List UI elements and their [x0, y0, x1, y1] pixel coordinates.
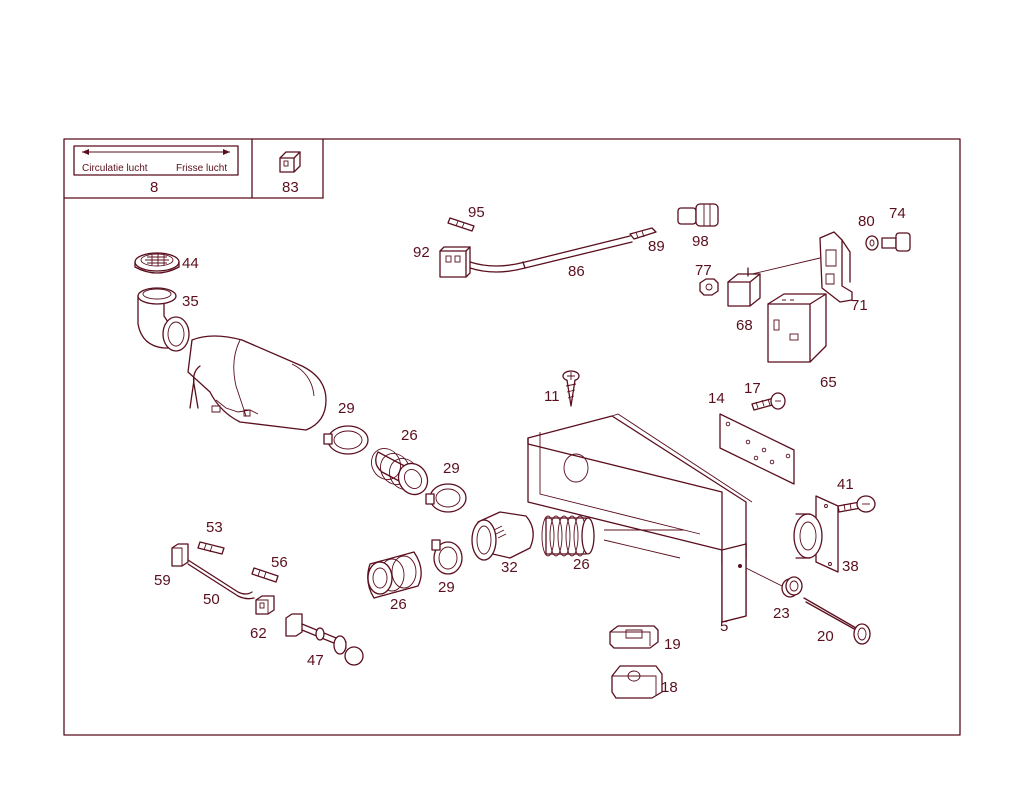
connector-59	[171, 543, 189, 567]
legend-box-83: 83	[279, 151, 301, 196]
control-module-65	[767, 293, 827, 363]
label-20: 20	[817, 628, 834, 645]
cable-50	[187, 559, 253, 595]
connector-icon	[279, 151, 301, 173]
screw-17	[751, 392, 786, 411]
hose-26-middle	[541, 515, 595, 557]
sensor-98	[677, 203, 719, 227]
rod-20	[803, 597, 871, 645]
label-95: 95	[468, 204, 485, 221]
flange-38	[793, 495, 839, 573]
legend-number-8: 8	[150, 179, 158, 196]
clip-18	[611, 665, 663, 699]
label-89: 89	[648, 238, 665, 255]
label-5: 5	[720, 618, 728, 635]
label-14: 14	[708, 390, 725, 407]
label-26-upper: 26	[401, 427, 418, 444]
label-59: 59	[154, 572, 171, 589]
label-56: 56	[271, 554, 288, 571]
label-38: 38	[842, 558, 859, 575]
airflow-arrow-icon	[82, 149, 230, 155]
legend-fresh-air-label: Frisse lucht	[176, 163, 227, 174]
label-26-lower: 26	[390, 596, 407, 613]
harness-connector-92	[439, 246, 471, 278]
label-71: 71	[851, 297, 868, 314]
label-18: 18	[661, 679, 678, 696]
label-74: 74	[889, 205, 906, 222]
label-80: 80	[858, 213, 875, 230]
harness-cable-86	[469, 235, 631, 267]
label-92: 92	[413, 244, 430, 261]
label-26-middle: 26	[573, 556, 590, 573]
screw-41	[837, 495, 876, 513]
terminal-56	[251, 567, 279, 583]
label-17: 17	[744, 380, 761, 397]
grommet-23	[781, 576, 803, 598]
legend-circulation-label: Circulatie lucht	[82, 163, 148, 174]
terminal-89	[629, 227, 657, 240]
duct-5	[527, 413, 753, 623]
label-47: 47	[307, 652, 324, 669]
label-44: 44	[182, 255, 199, 272]
label-35: 35	[182, 293, 199, 310]
terminal-95	[447, 217, 475, 232]
legend-number-83: 83	[282, 179, 299, 196]
hose-26-lower	[367, 551, 422, 599]
label-77: 77	[695, 262, 712, 279]
label-98: 98	[692, 233, 709, 250]
nut-77	[699, 278, 719, 296]
label-29-middle: 29	[443, 460, 460, 477]
plate-14	[719, 413, 795, 485]
label-19: 19	[664, 636, 681, 653]
label-41: 41	[837, 476, 854, 493]
washer-80	[865, 235, 879, 251]
relay-68	[727, 267, 761, 307]
clamp-29-lower	[431, 539, 463, 575]
label-32: 32	[501, 559, 518, 576]
connector-62	[255, 595, 275, 615]
bracket-71	[819, 231, 853, 303]
label-53: 53	[206, 519, 223, 536]
label-86: 86	[568, 263, 585, 280]
label-29-upper: 29	[338, 400, 355, 417]
label-65: 65	[820, 374, 837, 391]
label-11: 11	[544, 388, 560, 405]
label-29-lower: 29	[438, 579, 455, 596]
screw-11	[562, 370, 580, 407]
label-50: 50	[203, 591, 220, 608]
diagram-frame	[63, 138, 961, 736]
bolt-74	[881, 232, 911, 252]
elbow-35	[137, 287, 190, 352]
label-68: 68	[736, 317, 753, 334]
clamp-29-middle	[425, 483, 467, 513]
label-23: 23	[773, 605, 790, 622]
grille-44	[134, 252, 180, 274]
terminal-53	[197, 541, 225, 555]
sensor-47	[285, 613, 364, 666]
legend-box-8: Circulatie lucht Frisse lucht 8	[63, 138, 324, 199]
clamp-29-upper	[323, 425, 369, 455]
heater-housing	[187, 335, 327, 431]
hose-26-upper	[371, 448, 429, 496]
adapter-32	[471, 511, 534, 561]
clip-19	[609, 625, 659, 649]
label-62: 62	[250, 625, 267, 642]
